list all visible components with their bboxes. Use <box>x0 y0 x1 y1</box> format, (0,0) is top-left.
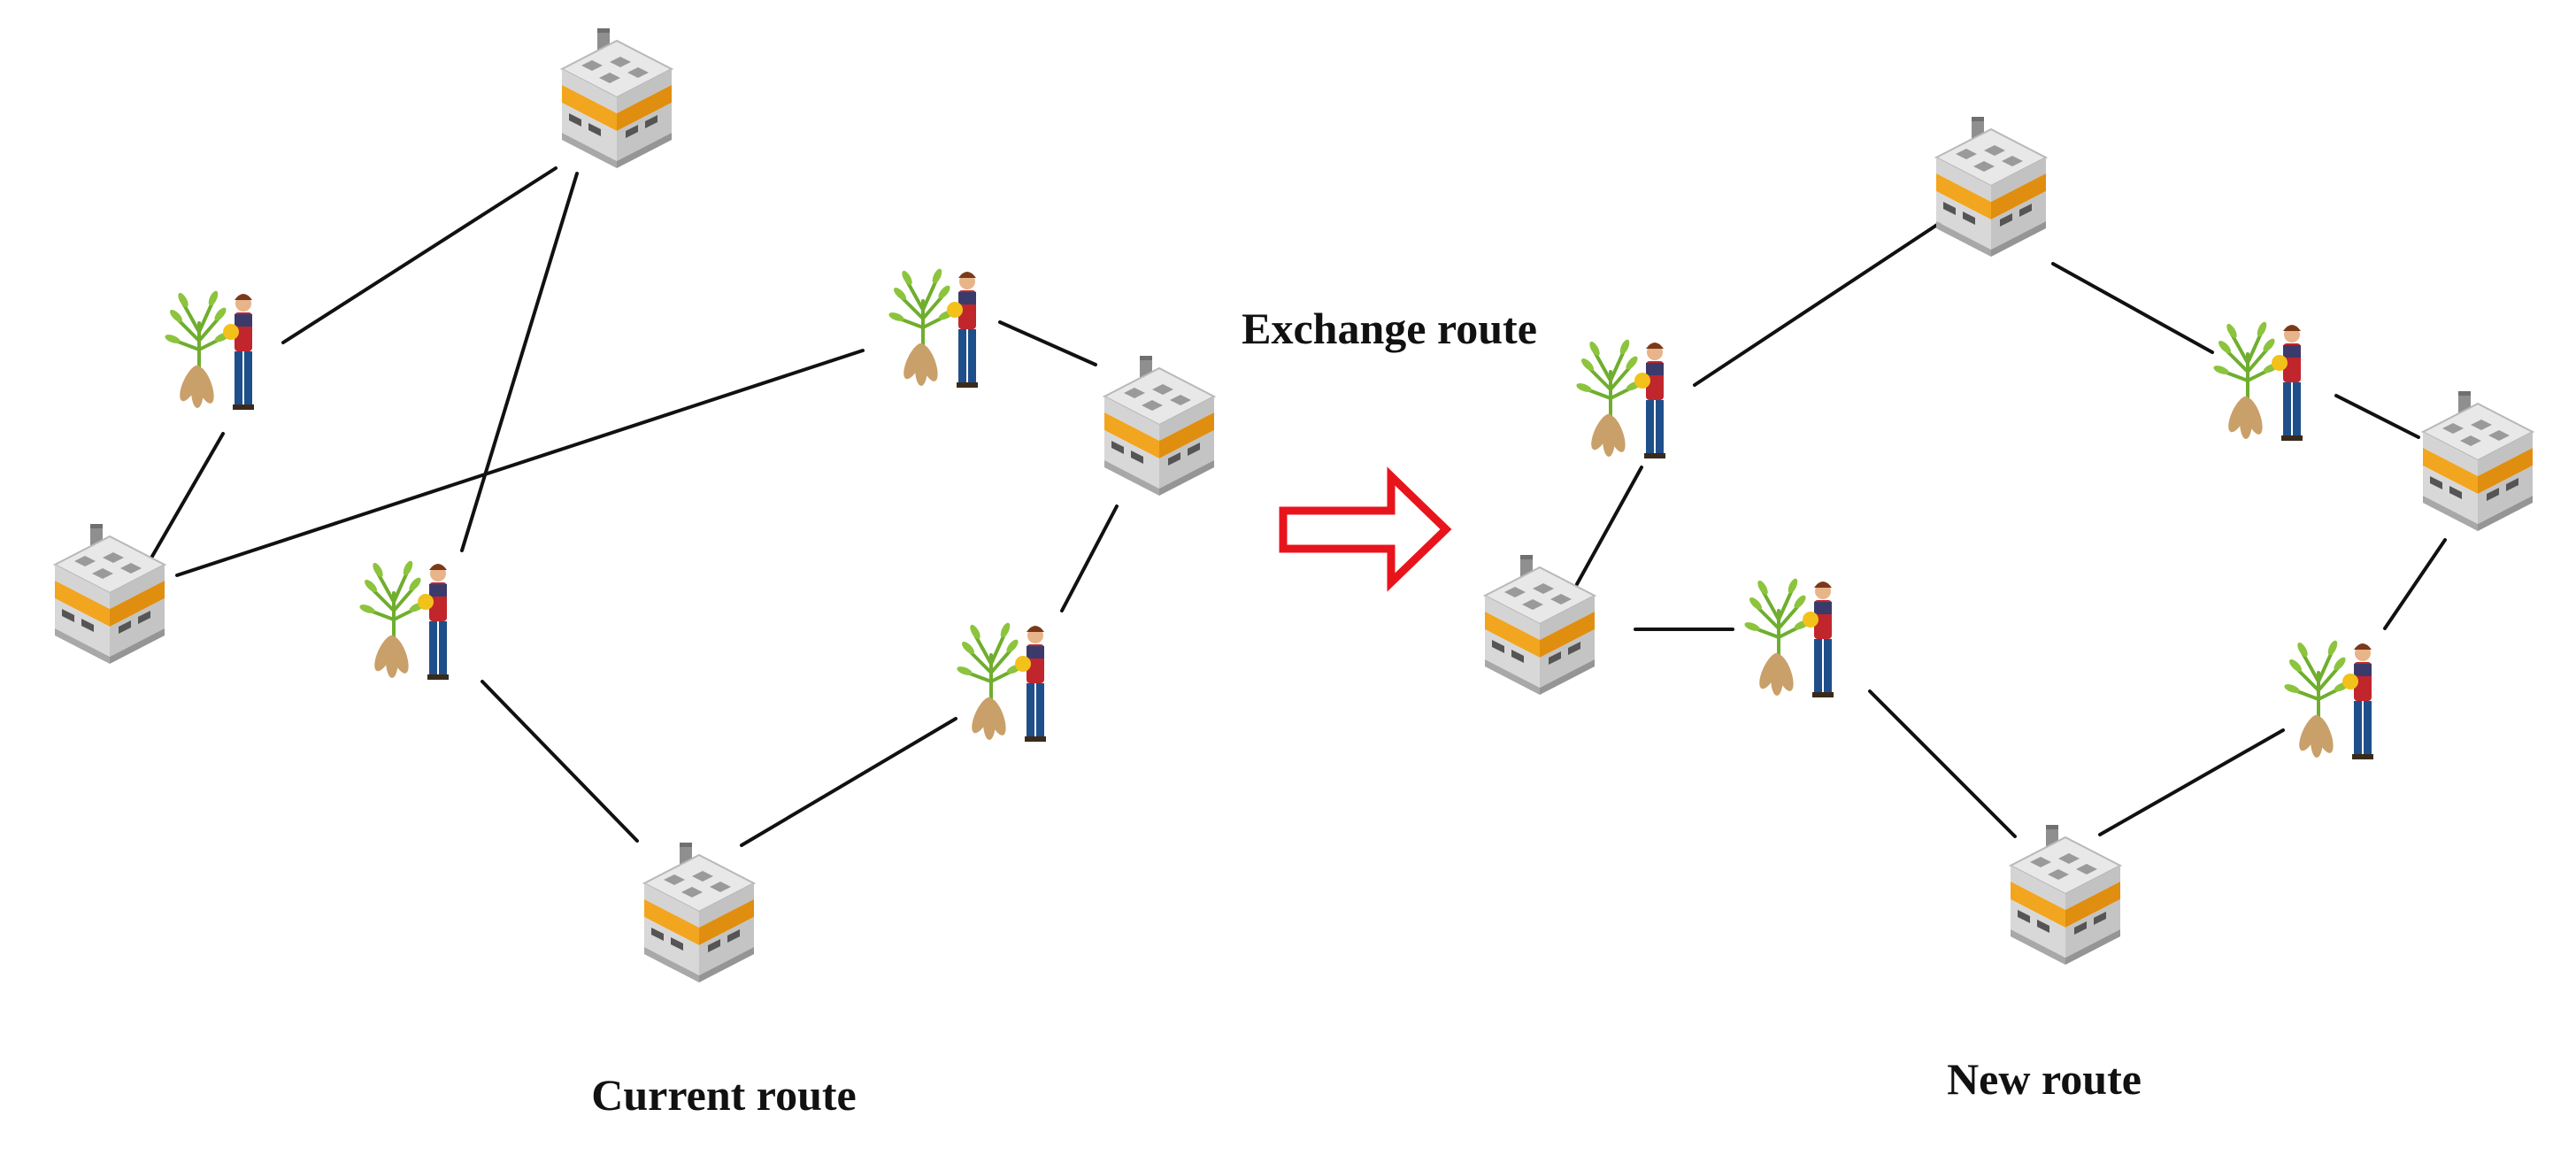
edge-line <box>740 717 957 847</box>
edge-line <box>2051 262 2214 354</box>
right-arrow-icon <box>1279 466 1452 592</box>
factory-icon <box>643 842 755 983</box>
edge-line <box>1868 689 2017 838</box>
farmer-with-cassava-icon <box>1573 336 1667 460</box>
farmer-with-cassava-icon <box>886 266 980 389</box>
current-route-label: Current route <box>591 1070 857 1120</box>
farmer-with-cassava-icon <box>1742 575 1835 699</box>
edge-line <box>998 320 1097 366</box>
new-route-edges <box>1575 220 2447 838</box>
factory-icon <box>1935 116 2047 258</box>
edge-line <box>481 680 639 843</box>
factory-icon <box>1103 355 1215 497</box>
farmer-with-cassava-icon <box>357 558 450 682</box>
edge-line <box>1060 504 1119 612</box>
edge-line <box>175 349 865 577</box>
edge-line <box>149 432 225 561</box>
edge-line <box>460 172 579 552</box>
exchange-route-label: Exchange route <box>1242 304 1537 353</box>
current-route-edges <box>149 166 1119 847</box>
edge-line <box>2098 728 2285 836</box>
edge-line <box>1575 466 1643 586</box>
edge-line <box>2334 394 2420 439</box>
farmer-with-cassava-icon <box>954 620 1048 743</box>
farmer-with-cassava-icon <box>2211 319 2304 443</box>
farmer-with-cassava-icon <box>162 288 256 412</box>
factory-icon <box>1484 554 1596 696</box>
new-route-label: New route <box>1947 1054 2142 1104</box>
farmer-with-cassava-icon <box>2281 637 2375 761</box>
factory-icon <box>2422 390 2534 532</box>
factory-icon <box>561 27 673 169</box>
edge-line <box>281 166 557 344</box>
edge-line <box>2383 538 2447 630</box>
factory-icon <box>2010 824 2121 966</box>
edge-line <box>1693 220 1944 387</box>
factory-icon <box>54 523 165 665</box>
